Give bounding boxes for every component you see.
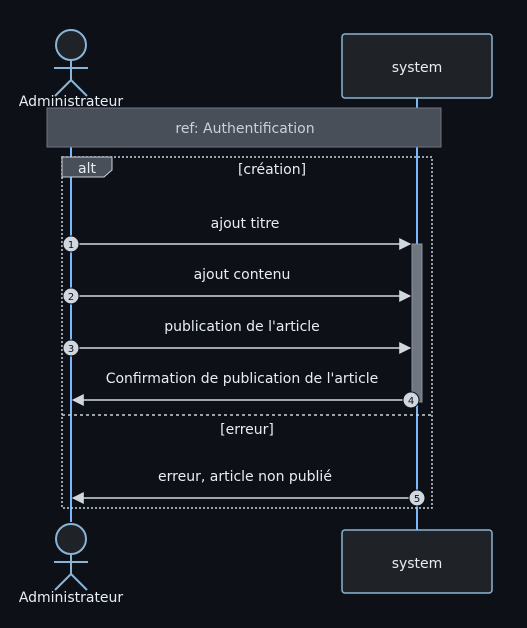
message-1-number: 1 [68,240,74,251]
actor-label-bottom: Administrateur [19,590,124,606]
system-box-top: system [341,33,493,99]
message-3: publication de l'article 3 [62,319,412,357]
system-label-bottom: system [392,556,443,572]
message-5-number: 5 [414,494,420,505]
message-2-number: 2 [68,292,74,303]
actor-bottom: Administrateur [19,523,124,606]
actor-head-icon [55,523,87,555]
actor-head-icon [55,29,87,61]
message-2-label: ajout contenu [194,267,291,283]
system-box-bottom: system [341,529,493,594]
actor-top: Administrateur [19,29,124,110]
message-4: Confirmation de publication de l'article… [71,371,420,409]
alt-guard-2: [erreur] [220,422,274,438]
ref-box: ref: Authentification [46,107,442,148]
system-label-top: system [392,60,443,76]
alt-frame: alt [création] [erreur] [61,156,433,509]
alt-keyword-tab [61,156,113,178]
message-4-number: 4 [408,396,414,407]
message-3-label: publication de l'article [164,319,320,335]
message-2: ajout contenu 2 [62,267,412,305]
message-4-label: Confirmation de publication de l'article [106,371,379,387]
message-1-label: ajout titre [211,216,280,232]
activation-bar [411,243,423,403]
message-5-label: erreur, article non publié [158,469,332,485]
message-5: erreur, article non publié 5 [71,469,426,507]
ref-label: ref: Authentification [175,121,314,137]
actor-label-top: Administrateur [19,94,124,110]
message-1: ajout titre 1 [62,216,412,253]
alt-keyword: alt [78,161,96,177]
alt-guard-1: [création] [238,162,306,178]
message-3-number: 3 [68,344,74,355]
